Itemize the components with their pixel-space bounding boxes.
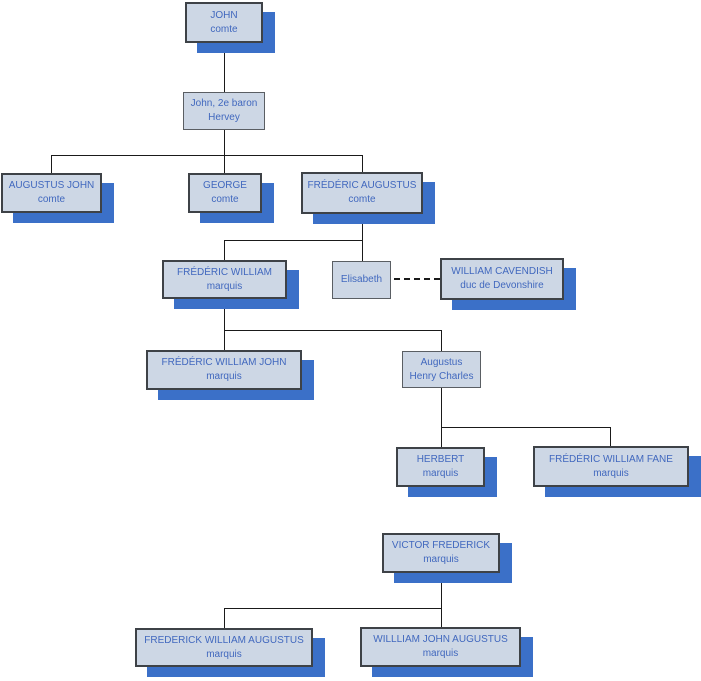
person-title: duc de Devonshire: [460, 280, 544, 291]
person-name: John, 2e baron: [190, 98, 258, 109]
node-victor-frederick: VICTOR FREDERICK marquis: [382, 533, 500, 573]
connector-hervey-stem: [224, 130, 225, 156]
node-john: JOHN comte: [185, 2, 263, 43]
node-augustus-john: AUGUSTUS JOHN comte: [1, 173, 102, 213]
person-name: FREDERICK WILLIAM AUGUSTUS: [144, 634, 304, 646]
person-title: comte: [37, 194, 66, 205]
node-frederic-william: FRÉDÉRIC WILLIAM marquis: [162, 260, 287, 299]
connector-gen8-rail: [224, 608, 442, 609]
node-elisabeth: Elisabeth: [332, 261, 391, 299]
person-name: Augustus: [420, 356, 463, 368]
connector-drop-frederic-augustus: [362, 155, 363, 172]
person-title: marquis: [422, 468, 459, 479]
node-hervey: John, 2e baron Hervey: [183, 92, 265, 130]
node-william-cavendish: WILLIAM CAVENDISH duc de Devonshire: [440, 258, 564, 300]
person-name: GEORGE: [203, 180, 247, 191]
connector-gen5-rail: [224, 330, 442, 331]
person-name: FRÉDÉRIC AUGUSTUS: [307, 180, 417, 191]
connector-drop-willliam-john-augustus: [441, 608, 442, 627]
person-name: WILLLIAM JOHN AUGUSTUS: [373, 634, 508, 645]
person-name: FRÉDÉRIC WILLIAM FANE: [549, 453, 673, 465]
node-willliam-john-augustus: WILLLIAM JOHN AUGUSTUS marquis: [360, 627, 521, 667]
person-title: marquis: [206, 371, 242, 382]
node-frederic-augustus: FRÉDÉRIC AUGUSTUS comte: [301, 172, 423, 214]
node-herbert: HERBERT marquis: [396, 447, 485, 487]
connector-drop-frederic-william-john: [224, 330, 225, 350]
person-name: FRÉDÉRIC WILLIAM JOHN: [161, 357, 287, 368]
person-name: JOHN: [210, 9, 238, 21]
person-name-line2: Henry Charles: [409, 370, 474, 382]
node-frederic-william-john: FRÉDÉRIC WILLIAM JOHN marquis: [146, 350, 302, 390]
person-title: marquis: [423, 554, 459, 565]
connector-gen4-rail: [224, 240, 363, 241]
connector-victor-frederick-stem: [441, 573, 442, 608]
person-name: AUGUSTUS JOHN: [8, 180, 95, 191]
person-title: marquis: [422, 648, 459, 659]
connector-drop-frederick-william-augustus: [224, 608, 225, 628]
connector-drop-frederic-william-fane: [610, 427, 611, 446]
connector-drop-george: [224, 155, 225, 173]
node-george: GEORGE comte: [188, 173, 262, 213]
person-title: marquis: [593, 467, 629, 479]
connector-gen3-rail: [51, 155, 363, 156]
connector-drop-frederic-william: [224, 240, 225, 260]
person-title: comte: [348, 194, 376, 205]
person-name: HERBERT: [416, 454, 465, 465]
person-title: comte: [211, 194, 239, 205]
connector-gen6-rail: [441, 427, 611, 428]
connector-frederic-william-stem: [224, 299, 225, 330]
connector-drop-augustus-john: [51, 155, 52, 173]
connector-drop-elisabeth: [362, 240, 363, 261]
person-name: FRÉDÉRIC WILLIAM: [176, 266, 272, 278]
person-title: marquis: [206, 280, 243, 292]
person-name: Elisabeth: [340, 274, 383, 285]
node-frederick-william-augustus: FREDERICK WILLIAM AUGUSTUS marquis: [135, 628, 313, 667]
person-name: VICTOR FREDERICK: [391, 540, 491, 551]
connector-marriage-elisabeth-cavendish: [394, 278, 440, 280]
person-title: comte: [210, 23, 238, 35]
connector-drop-augustus-henry-charles: [441, 330, 442, 351]
connector-john-to-hervey: [224, 43, 225, 92]
person-title: Hervey: [208, 112, 240, 123]
person-title: marquis: [206, 648, 242, 660]
connector-frederic-augustus-stem: [362, 214, 363, 241]
node-frederic-william-fane: FRÉDÉRIC WILLIAM FANE marquis: [533, 446, 689, 487]
person-name: WILLIAM CAVENDISH: [451, 266, 553, 277]
connector-drop-herbert: [441, 427, 442, 447]
connector-augustus-henry-charles-stem: [441, 388, 442, 427]
node-augustus-henry-charles: Augustus Henry Charles: [402, 351, 481, 388]
